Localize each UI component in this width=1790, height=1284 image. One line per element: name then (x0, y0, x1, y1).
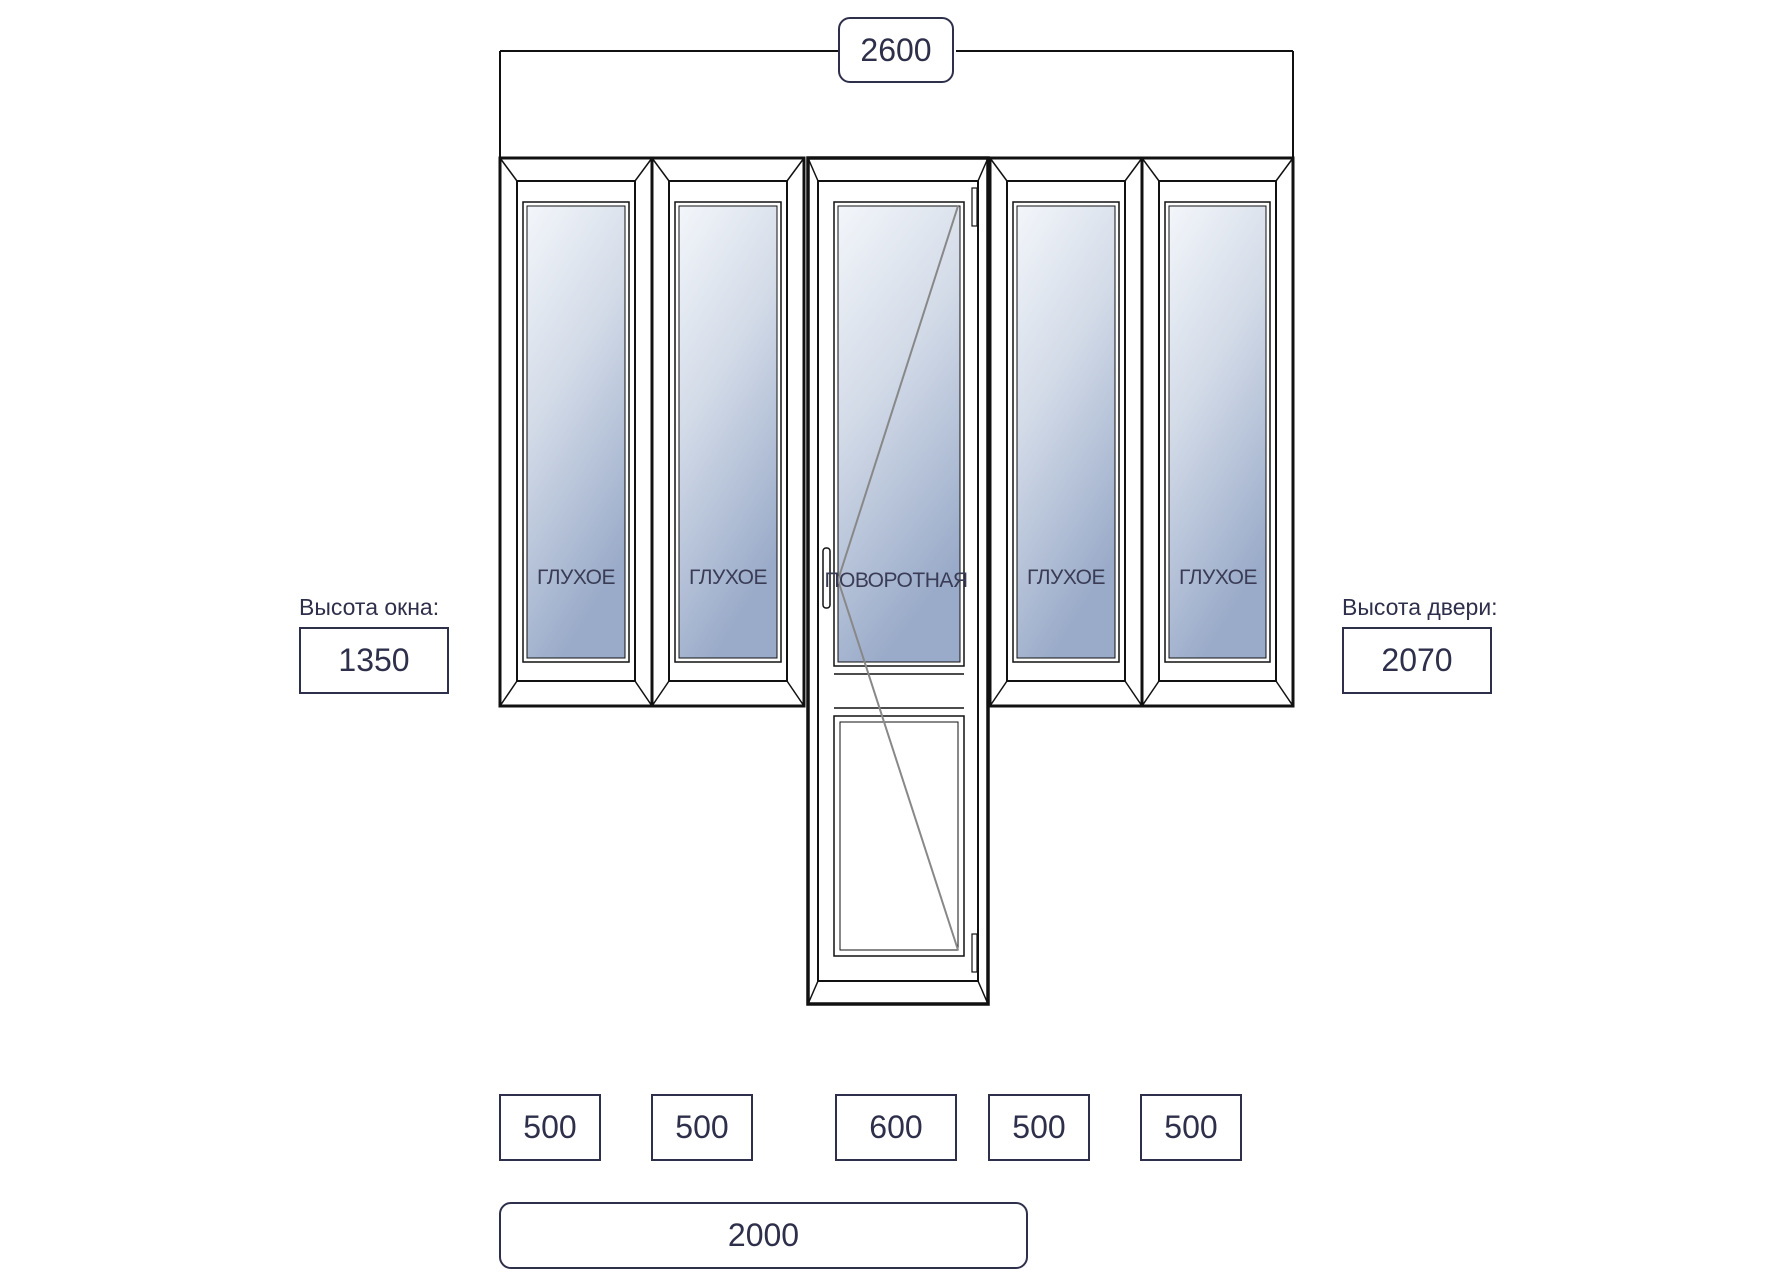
total-width-input[interactable] (838, 17, 954, 83)
top-dimension-line (499, 50, 1294, 158)
bottom-total-width-input[interactable] (499, 1202, 1028, 1269)
window-height-label: Высота окна: (299, 594, 440, 620)
section-1-type: ГЛУХОЕ (537, 566, 615, 589)
window-height-input[interactable] (299, 627, 449, 694)
section-2-width-input[interactable] (651, 1094, 753, 1161)
door-section[interactable]: ПОВОРОТНАЯ (806, 156, 990, 1006)
section-5-type: ГЛУХОЕ (1179, 566, 1257, 589)
window-section-5[interactable]: ГЛУХОЕ (1140, 156, 1295, 708)
door-height-input[interactable] (1342, 627, 1492, 694)
section-3-type: ПОВОРОТНАЯ (824, 569, 967, 592)
section-4-type: ГЛУХОЕ (1027, 566, 1105, 589)
section-1-width-input[interactable] (499, 1094, 601, 1161)
section-2-type: ГЛУХОЕ (689, 566, 767, 589)
door-height-label: Высота двери: (1342, 594, 1498, 620)
window-section-1[interactable]: ГЛУХОЕ (498, 156, 654, 708)
door-handle-icon (822, 547, 831, 609)
section-3-width-input[interactable] (835, 1094, 957, 1161)
section-4-width-input[interactable] (988, 1094, 1090, 1161)
window-section-2[interactable]: ГЛУХОЕ (650, 156, 806, 708)
section-5-width-input[interactable] (1140, 1094, 1242, 1161)
window-section-4[interactable]: ГЛУХОЕ (988, 156, 1144, 708)
